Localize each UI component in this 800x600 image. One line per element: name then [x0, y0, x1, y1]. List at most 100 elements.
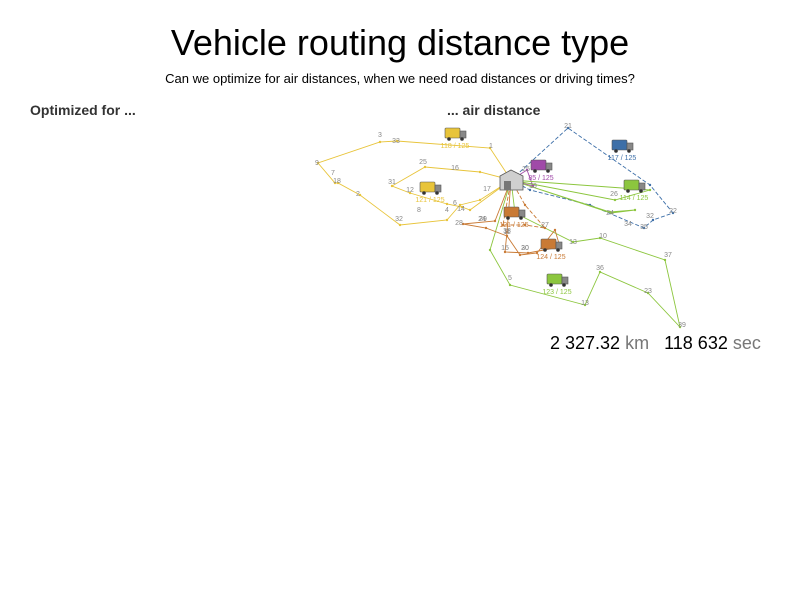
- stop-marker: [651, 218, 655, 222]
- stop-marker: [358, 193, 362, 197]
- stop-marker: [633, 208, 637, 212]
- stop-marker: [663, 258, 667, 262]
- stop-marker: [395, 139, 399, 143]
- stop-label: 29: [479, 216, 487, 223]
- truck-icon: [623, 179, 646, 193]
- stop-label: 10: [599, 233, 607, 240]
- stop-marker: [648, 188, 652, 192]
- slide-title: Vehicle routing distance type: [170, 22, 630, 63]
- stop-label: 21: [564, 123, 572, 130]
- stop-marker: [488, 248, 492, 252]
- stop-label: 7: [331, 170, 335, 177]
- truck-load-label: 85 / 125: [528, 175, 553, 182]
- stop-marker: [390, 184, 394, 188]
- stop-marker: [398, 223, 402, 227]
- route-line: [317, 140, 512, 226]
- stop-marker: [505, 234, 509, 238]
- warehouse-door: [504, 181, 511, 190]
- stop-marker: [316, 161, 320, 165]
- truck-load-label: 123 / 125: [542, 289, 571, 296]
- stop-label: 37: [664, 252, 672, 259]
- slide-subtitle: Can we optimize for air distances, when …: [165, 71, 635, 86]
- stop-marker: [598, 270, 602, 274]
- stop-label: 13: [569, 239, 577, 246]
- truck-load-label: 124 / 125: [536, 254, 565, 261]
- stop-marker: [408, 191, 412, 195]
- stop-marker: [553, 228, 557, 232]
- stop-label: 2: [356, 191, 360, 198]
- route-line: [510, 179, 651, 201]
- warehouse-icon: [499, 169, 524, 191]
- stop-label: 23: [644, 288, 652, 295]
- truck-load-label: 118 / 125: [441, 143, 470, 150]
- stop-label: 1: [489, 143, 493, 150]
- stop-marker: [336, 181, 340, 185]
- stop-label: 27: [541, 222, 549, 229]
- stop-label: 26: [610, 191, 618, 198]
- vehicles: 118 / 125 121 / 125 85 / 125 117 / 125 114 /…: [415, 127, 649, 296]
- stop-marker: [461, 222, 465, 226]
- stop-label: 31: [388, 179, 396, 186]
- right-heading: ... air distance: [447, 102, 541, 118]
- route-line: [502, 179, 547, 229]
- total-distance-unit: km: [625, 333, 650, 353]
- stop-label: 16: [451, 165, 459, 172]
- stop-marker: [478, 198, 482, 202]
- stop-marker: [501, 223, 505, 227]
- stop-label: 35: [640, 224, 648, 231]
- stop-marker: [518, 253, 522, 257]
- stop-label: 3: [378, 132, 382, 139]
- stop-marker: [571, 240, 575, 244]
- stop-label: 30: [521, 245, 529, 252]
- stop-marker: [503, 250, 507, 254]
- stop-marker: [505, 230, 509, 234]
- stop-label: 18: [333, 178, 341, 185]
- stop-marker: [460, 205, 464, 209]
- stop-marker: [484, 226, 488, 230]
- stop-label: 6: [453, 200, 457, 207]
- stop-label: 33: [392, 138, 400, 145]
- stop-label: 5: [508, 275, 512, 282]
- stop-label: 32: [646, 213, 654, 220]
- stop-marker: [646, 291, 650, 295]
- stop-marker: [535, 251, 539, 255]
- truck-load-label: 114 / 125: [620, 195, 649, 202]
- truck-load-label: 121 / 125: [499, 222, 528, 229]
- stop-label: 32: [395, 216, 403, 223]
- stop-marker: [468, 208, 472, 212]
- stop-label: 28: [455, 220, 463, 227]
- stop-label: 34: [624, 221, 632, 228]
- stop-label: 4: [445, 207, 449, 214]
- stop-label: 17: [483, 186, 491, 193]
- stop-marker: [508, 283, 512, 287]
- stop-marker: [648, 183, 652, 187]
- stop-label: 22: [669, 208, 677, 215]
- truck-load-label: 117 / 125: [608, 155, 637, 162]
- stop-marker: [642, 226, 646, 230]
- stop-marker: [566, 126, 570, 130]
- truck-icon: [419, 181, 442, 195]
- stop-marker: [423, 165, 427, 169]
- stop-label: 39: [678, 322, 686, 329]
- stop-marker: [445, 218, 449, 222]
- stop-label: 19: [529, 183, 537, 190]
- stop-marker: [445, 202, 449, 206]
- stop-marker: [543, 226, 547, 230]
- stop-label: 9: [315, 160, 319, 167]
- stop-label: 24: [606, 210, 614, 217]
- truck-icon: [546, 273, 569, 287]
- left-heading: Optimized for ...: [30, 102, 136, 118]
- stop-label: 12: [406, 187, 414, 194]
- stop-marker: [488, 146, 492, 150]
- stop-label: 25: [522, 166, 530, 173]
- stop-marker: [528, 188, 532, 192]
- truck-icon: [540, 238, 563, 252]
- stop-marker: [523, 223, 527, 227]
- route-line: [489, 179, 681, 329]
- stop-marker: [609, 211, 613, 215]
- stop-label: 11: [503, 229, 510, 236]
- stop-label: 14: [457, 206, 465, 213]
- truck-icon: [503, 206, 526, 220]
- stop-label: 25: [419, 159, 427, 166]
